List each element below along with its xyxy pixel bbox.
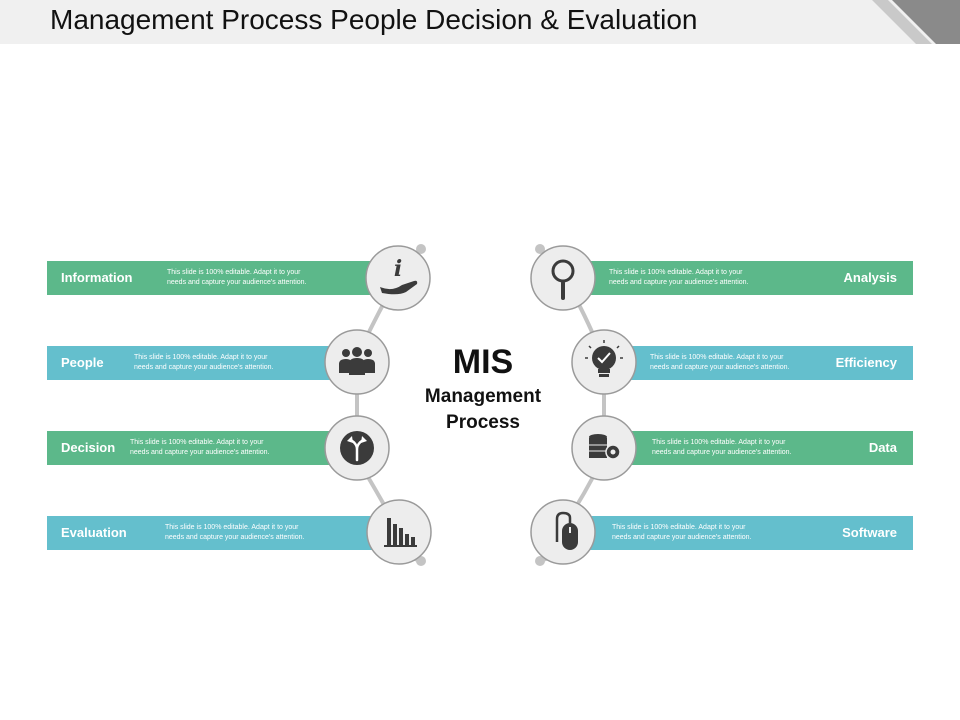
svg-text:i: i	[394, 256, 402, 282]
bar-description: This slide is 100% editable. Adapt it to…	[167, 269, 307, 286]
bar-description: This slide is 100% editable. Adapt it to…	[165, 524, 305, 541]
bar-analysis: Analysis This slide is 100% editable. Ad…	[578, 261, 913, 295]
database-gear-icon	[571, 415, 637, 481]
bar-label: Evaluation	[61, 525, 127, 540]
bar-decision: Decision This slide is 100% editable. Ad…	[47, 431, 337, 465]
split-arrows-icon	[324, 415, 390, 481]
title-bar	[0, 0, 960, 44]
magnifier-icon	[530, 245, 596, 311]
connector-end-dot	[416, 556, 426, 566]
bar-label: Decision	[61, 440, 116, 455]
info-hand-icon: i	[365, 245, 431, 311]
connector-end-dot	[535, 244, 545, 254]
bar-label: Analysis	[843, 270, 897, 285]
bar-label: Software	[842, 525, 897, 540]
bar-description: This slide is 100% editable. Adapt it to…	[130, 439, 270, 456]
center-heading: MIS	[452, 343, 514, 381]
bar-chart-icon	[366, 499, 432, 565]
bar-label: Data	[868, 440, 897, 455]
bar-label: People	[61, 355, 104, 370]
center-label: MIS Management Process	[380, 340, 586, 436]
bar-description: This slide is 100% editable. Adapt it to…	[612, 524, 752, 541]
slide-title: Management Process People Decision & Eva…	[50, 4, 698, 35]
bar-efficiency: Efficiency This slide is 100% editable. …	[620, 346, 913, 380]
bar-people: People This slide is 100% editable. Adap…	[47, 346, 337, 380]
mouse-icon	[530, 499, 596, 565]
bar-software: Software This slide is 100% editable. Ad…	[578, 516, 913, 550]
connector-end-dot	[535, 556, 545, 566]
corner-stripes	[872, 0, 960, 44]
bar-description: This slide is 100% editable. Adapt it to…	[650, 354, 790, 371]
bar-label: Information	[61, 270, 133, 285]
lightbulb-check-icon	[571, 329, 637, 395]
connector-end-dot	[416, 244, 426, 254]
people-group-icon	[324, 329, 390, 395]
bar-information: Information This slide is 100% editable.…	[47, 261, 387, 295]
bar-evaluation: Evaluation This slide is 100% editable. …	[47, 516, 387, 550]
bar-description: This slide is 100% editable. Adapt it to…	[134, 354, 274, 371]
bar-label: Efficiency	[835, 355, 897, 370]
center-subtitle-line2: Process	[446, 412, 520, 433]
bar-data: Data This slide is 100% editable. Adapt …	[620, 431, 913, 465]
center-subtitle-line1: Management	[424, 386, 542, 407]
bar-description: This slide is 100% editable. Adapt it to…	[652, 439, 792, 456]
bar-description: This slide is 100% editable. Adapt it to…	[609, 269, 749, 286]
